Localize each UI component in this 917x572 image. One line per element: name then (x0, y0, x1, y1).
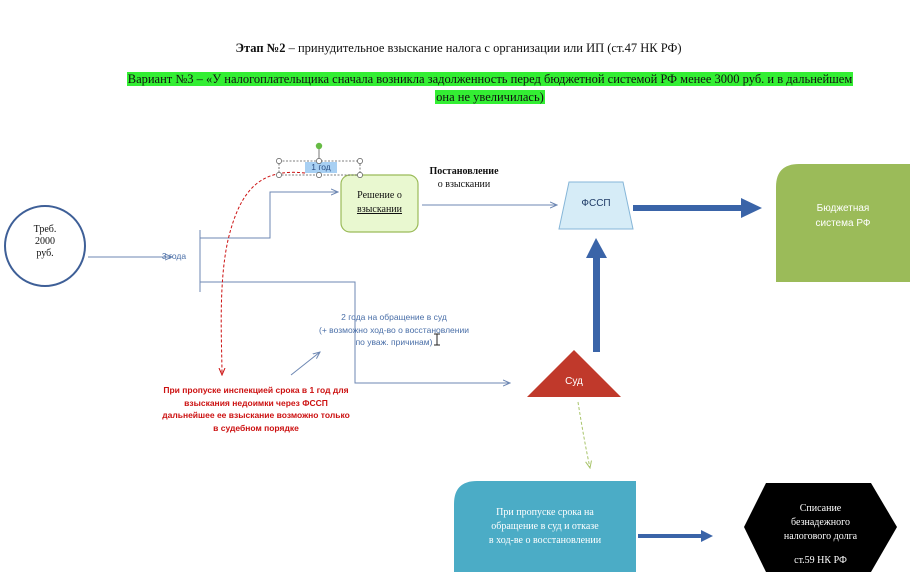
missed-term-label: При пропуске срока на обращение в суд и … (454, 506, 636, 548)
budget-label: Бюджетная система РФ (776, 201, 910, 231)
demand-line-3: руб. (36, 248, 54, 259)
dashed-red-connector (221, 171, 306, 375)
budget-line-2: система РФ (815, 218, 871, 229)
dashed-court-to-missed (577, 401, 590, 468)
variant-line-2: она не увеличилась) (435, 90, 545, 104)
red-note-line-4: в судебном порядке (213, 422, 299, 433)
write-off-label: Списание безнадежного налогового долга с… (744, 502, 897, 568)
two-years-line-3: по уваж. причинам) (355, 337, 433, 347)
two-years-line-2: (+ возможно ход-во о восстановлении (319, 324, 469, 335)
court-label: Суд (565, 376, 583, 387)
variant-line-1: Вариант №3 – «У налогоплательщика сначал… (126, 72, 854, 86)
resolution-line-1: Постановление (429, 166, 499, 177)
budget-line-1: Бюджетная (816, 203, 870, 214)
missed-term-line-1: При пропуске срока на (496, 507, 594, 518)
write-off-hexagon (744, 483, 897, 572)
thick-arrow-court-fssp-head (586, 238, 607, 258)
red-note-line-2: взыскания недоимки через ФССП (184, 397, 328, 408)
resize-handle-tr[interactable] (357, 158, 363, 164)
demand-label: Треб. 2000 руб. (0, 224, 90, 260)
one-year-label[interactable]: 1 год (311, 162, 331, 172)
resolution-line-2: о взыскании (437, 179, 491, 190)
resize-handle-tl[interactable] (276, 158, 282, 164)
decision-label: Решение о взыскании (341, 189, 418, 217)
variant-banner: Вариант №3 – «У налогоплательщика сначал… (104, 70, 876, 106)
missed-term-line-2: обращение в суд и отказе (491, 521, 599, 532)
red-note: При пропуске инспекцией срока в 1 год дл… (150, 384, 362, 434)
thick-arrow-fssp-budget-head (741, 198, 762, 218)
write-off-line-2: безнадежного (791, 517, 850, 528)
arrow-note-to-two-years (290, 352, 320, 376)
two-years-label: 2 года на обращение в суд (+ возможно хо… (298, 311, 490, 349)
write-off-line-3: налогового долга (783, 531, 858, 542)
missed-term-box (454, 481, 636, 572)
two-years-line-1: 2 года на обращение в суд (341, 312, 447, 322)
one-year-bg (305, 162, 337, 173)
resize-handle-bl[interactable] (276, 172, 282, 178)
resize-handle-br[interactable] (357, 172, 363, 178)
write-off-line-1: Списание (799, 503, 842, 514)
decision-line-2: взыскании (356, 204, 403, 215)
demand-line-1: Треб. (33, 224, 57, 235)
fssp-label: ФССП (581, 198, 611, 209)
missed-term-line-3: в ход-ве о восстановлении (488, 535, 602, 546)
branch-lower (200, 281, 510, 383)
resize-handle-tm[interactable] (316, 158, 322, 164)
page-title: Этап №2 – принудительное взыскание налог… (0, 41, 917, 56)
fssp-shape (558, 181, 634, 230)
red-note-line-1: При пропуске инспекцией срока в 1 год дл… (163, 385, 349, 395)
rotation-handle[interactable] (315, 142, 323, 150)
stage-description: – принудительное взыскание налога с орга… (285, 41, 682, 55)
demand-circle (4, 205, 86, 287)
demand-line-2: 2000 (35, 236, 55, 247)
branch-upper (200, 192, 338, 239)
decision-box (340, 174, 419, 233)
thick-arrow-missed-writeoff-head (701, 530, 713, 542)
three-years-label: 3 года (161, 251, 187, 261)
text-cursor-icon (434, 333, 440, 346)
resolution-label: Постановление о взыскании (416, 165, 512, 191)
red-note-line-3: дальнейшее ее взыскание возможно только (162, 410, 350, 420)
write-off-line-4: ст.59 НК РФ (794, 555, 847, 566)
thick-arrow-court-fssp (593, 256, 600, 352)
decision-line-1: Решение о (357, 190, 402, 201)
court-triangle (527, 350, 621, 397)
budget-box (776, 164, 910, 282)
resize-handle-bm[interactable] (316, 172, 322, 178)
stage-label: Этап №2 (235, 41, 286, 55)
